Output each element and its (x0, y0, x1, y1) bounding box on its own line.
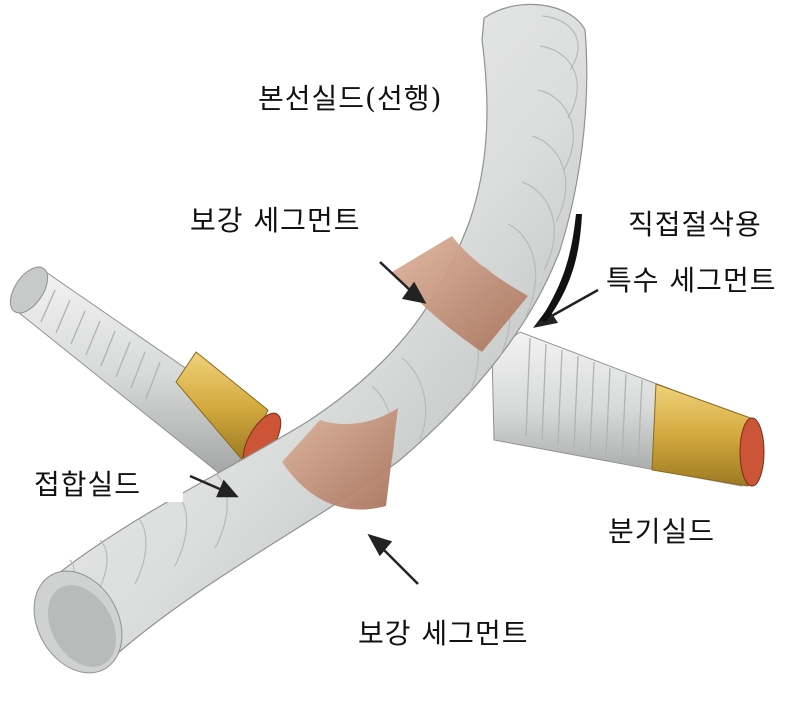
label-direct-cut-line1: 직접절삭용 (628, 208, 762, 242)
arrow-reinforce-bottom (370, 536, 418, 584)
label-branch-shield: 분기실드 (608, 515, 715, 549)
branch-shield-machine (652, 384, 756, 486)
label-joint-shield: 접합실드 (34, 468, 183, 502)
label-reinforce-segment-top: 보강 세그먼트 (190, 204, 360, 238)
label-reinforce-segment-bottom: 보강 세그먼트 (358, 617, 528, 651)
joint-shield-tube (3, 261, 288, 482)
label-direct-cut-line2: 특수 세그먼트 (606, 264, 776, 298)
label-main-shield: 본선실드(선행) (258, 82, 442, 116)
branch-shield-tube (492, 332, 764, 486)
branch-cutter-face (740, 418, 764, 486)
